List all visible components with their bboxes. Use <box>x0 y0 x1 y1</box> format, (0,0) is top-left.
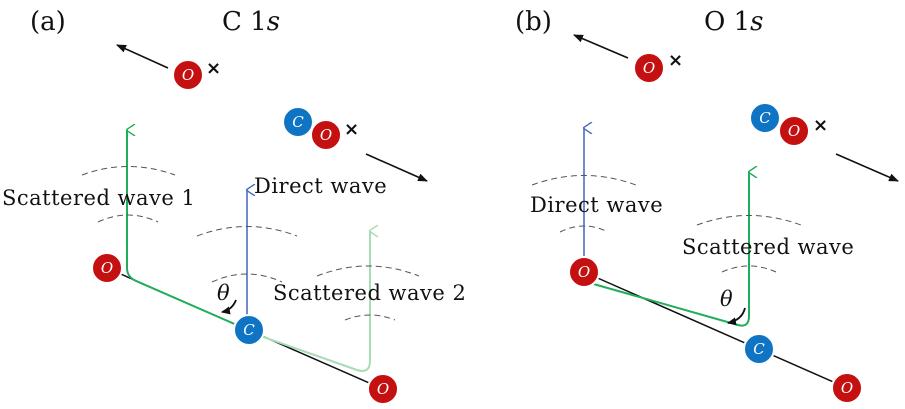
oxygen-ion-atom-b: O <box>778 115 810 147</box>
scattered-wave-b-label: Scattered wave <box>682 235 854 259</box>
panel-a-title: C 1s <box>222 7 280 37</box>
oxygen-ion-atom-a: O <box>310 119 342 151</box>
carbon-atom-label: C <box>243 321 255 339</box>
panel-b-title: O 1s <box>704 7 763 37</box>
scattered-wave-1-label: Scattered wave 1 <box>2 186 195 210</box>
direct-wave-b-label: Direct wave <box>530 193 663 217</box>
oxygen-ion-a: O <box>172 59 204 91</box>
scattered-wave-1-path <box>126 130 247 330</box>
theta-label-a: θ <box>217 281 230 305</box>
wavefront <box>81 166 176 176</box>
wavefront <box>344 314 396 321</box>
oxygen-atom-label: O <box>101 259 113 277</box>
theta-arrow-b <box>727 307 746 326</box>
ion-mark-b-left: × <box>668 50 683 71</box>
panel-b-title-main: O 1 <box>704 7 750 37</box>
panel-a: (a) C 1s θ Scattered wave 1 Direct wave … <box>2 7 466 405</box>
panel-a-title-sub: s <box>267 7 280 37</box>
theta-label-b: θ <box>720 287 733 311</box>
carbon-atom-label: C <box>759 109 771 127</box>
direct-wave-a-label: Direct wave <box>254 174 387 198</box>
wavefronts-a <box>81 166 420 321</box>
wavefront <box>211 273 283 283</box>
fragment-arrow-b-right <box>835 153 899 182</box>
oxygen-atom-b-left: O <box>568 256 600 288</box>
carbon-atom-a: C <box>233 314 265 346</box>
oxygen-atom-a-left: O <box>91 252 123 284</box>
carbon-ion-atom-a: C <box>282 106 314 138</box>
wavefronts-b <box>531 175 802 273</box>
ion-mark-a-left: × <box>206 58 221 79</box>
carbon-atom-label: C <box>753 340 765 358</box>
oxygen-atom-a-right: O <box>367 373 399 405</box>
scattered-wave-2-label: Scattered wave 2 <box>273 281 466 305</box>
oxygen-atom-label: O <box>320 126 332 144</box>
oxygen-atom-label: O <box>788 122 800 140</box>
wavefront <box>196 226 298 237</box>
panel-a-label: (a) <box>30 7 66 37</box>
fragment-arrow-a-left <box>116 44 169 69</box>
panel-a-title-main: C 1 <box>222 7 267 37</box>
oxygen-atom-label: O <box>841 379 853 397</box>
scattered-wave-2-path <box>251 231 370 372</box>
wavefront <box>531 175 637 186</box>
wavefront <box>559 225 609 233</box>
molecule-bond-b <box>583 271 848 389</box>
panel-b: (b) O 1s θ Direct wave Scattered wave O … <box>515 7 899 404</box>
oxygen-atom-label: O <box>643 59 655 77</box>
wavefront <box>97 214 159 223</box>
ion-mark-b-right: × <box>813 115 828 136</box>
fragment-arrow-b-left <box>573 34 629 59</box>
oxygen-atom-label: O <box>578 263 590 281</box>
oxygen-atom-label: O <box>377 380 389 398</box>
oxygen-ion-b: O <box>633 52 665 84</box>
carbon-ion-atom-b: C <box>749 102 781 134</box>
wavefront <box>721 265 777 273</box>
carbon-atom-label: C <box>292 113 304 131</box>
oxygen-atom-b-right: O <box>831 372 863 404</box>
scattered-wave-b-path <box>589 172 749 327</box>
ion-mark-a-right: × <box>344 119 359 140</box>
wavefront <box>316 265 420 277</box>
panel-b-title-sub: s <box>750 7 763 37</box>
panel-b-label: (b) <box>515 7 552 37</box>
fragment-arrow-a-right <box>365 153 428 182</box>
oxygen-atom-label: O <box>182 66 194 84</box>
carbon-atom-b: C <box>743 333 775 365</box>
theta-arrow-a <box>221 299 237 315</box>
wavefront <box>696 215 802 226</box>
